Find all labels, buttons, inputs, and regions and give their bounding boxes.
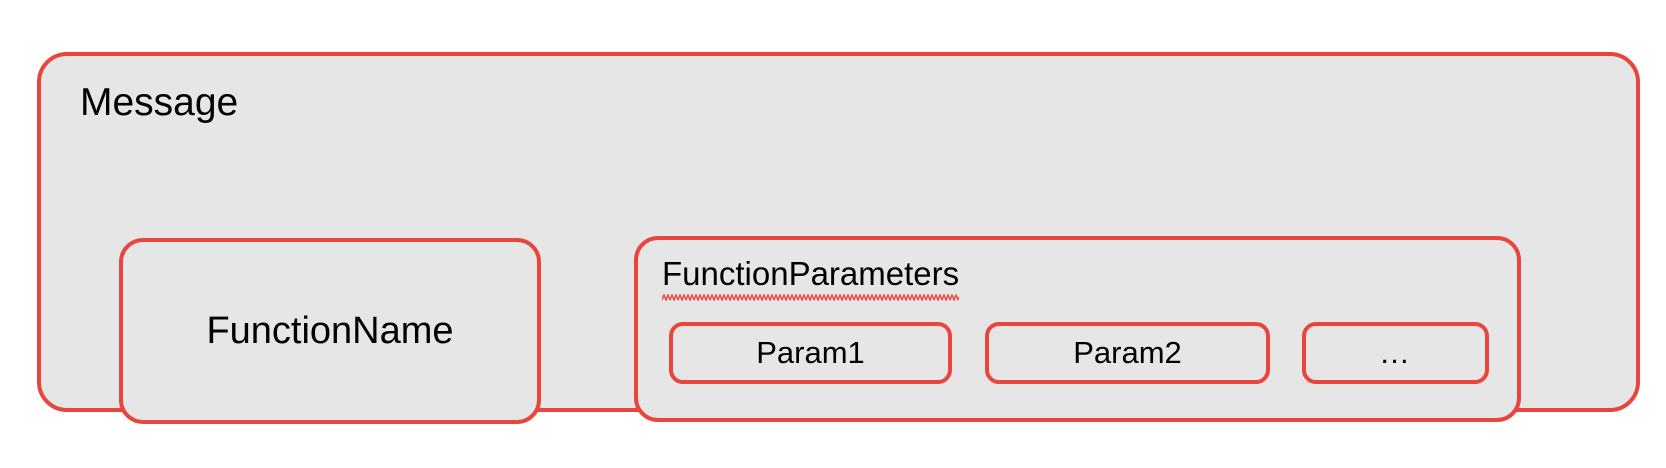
function-parameters-title-text: FunctionParameters (662, 255, 960, 292)
parameter-chip-1: Param1 (669, 322, 952, 384)
parameter-chip-ellipsis: … (1302, 322, 1489, 384)
function-parameters-box: FunctionParameters Param1 Param2 … (634, 236, 1521, 422)
function-name-box: FunctionName (119, 238, 541, 424)
parameter-chip-1-label: Param1 (756, 335, 865, 370)
parameter-chip-2-label: Param2 (1073, 335, 1182, 370)
parameters-row: Param1 Param2 … (669, 322, 1489, 384)
function-name-label: FunctionName (206, 310, 454, 352)
function-parameters-title-wrap: FunctionParameters (662, 255, 960, 301)
parameter-chip-ellipsis-label: … (1379, 335, 1412, 370)
spellcheck-squiggle-icon (662, 294, 960, 301)
function-parameters-title: FunctionParameters (662, 255, 960, 301)
message-box: Message FunctionName FunctionParameters … (37, 52, 1640, 424)
parameter-chip-2: Param2 (985, 322, 1270, 384)
message-box-title: Message (80, 81, 239, 124)
